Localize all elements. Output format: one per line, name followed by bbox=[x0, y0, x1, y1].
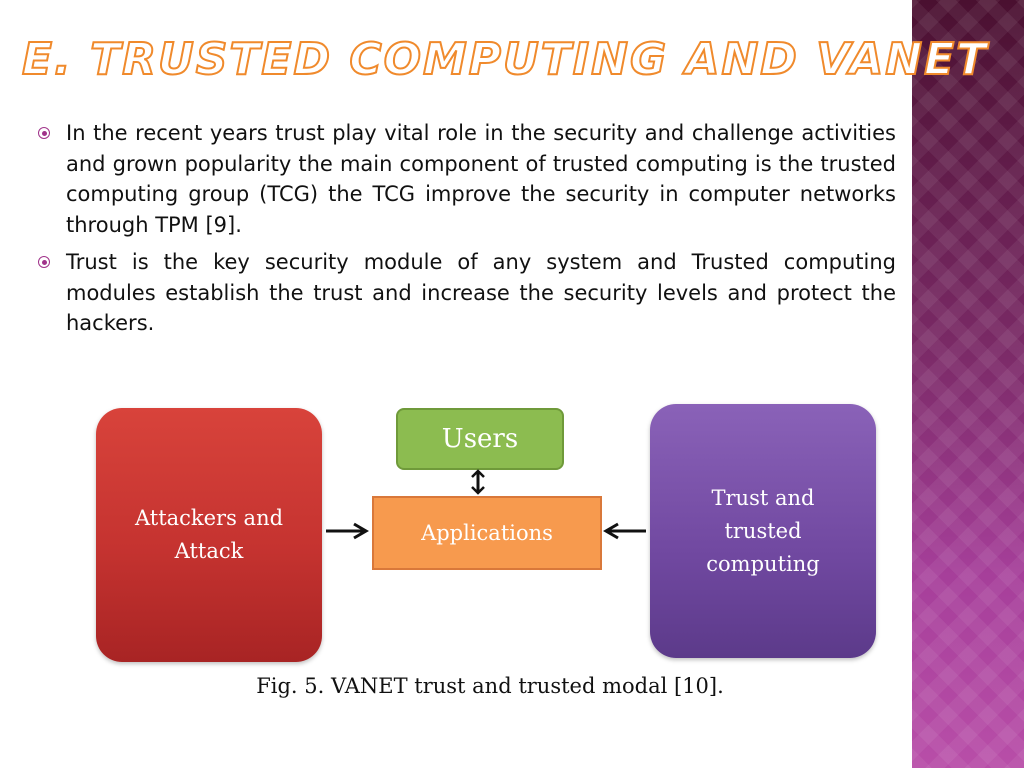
slide-title: E. TRUSTED COMPUTING AND VANET bbox=[21, 33, 989, 86]
trust-box: Trust and trusted computing bbox=[650, 404, 876, 658]
arrow-left-icon bbox=[603, 522, 646, 540]
bullet-list: In the recent years trust play vital rol… bbox=[30, 118, 896, 346]
decorative-side-band bbox=[912, 0, 1024, 768]
bullet-item: In the recent years trust play vital rol… bbox=[30, 118, 896, 240]
attackers-box: Attackers and Attack bbox=[96, 408, 322, 662]
arrow-right-icon bbox=[326, 522, 369, 540]
bullet-item: Trust is the key security module of any … bbox=[30, 247, 896, 339]
trust-model-diagram: Attackers and Attack Users Applications … bbox=[90, 398, 890, 728]
users-label: Users bbox=[441, 424, 519, 454]
applications-box: Applications bbox=[372, 496, 602, 570]
figure-caption: Fig. 5. VANET trust and trusted modal [1… bbox=[256, 674, 724, 698]
circled-dot-icon bbox=[38, 127, 50, 139]
bullet-text: Trust is the key security module of any … bbox=[66, 250, 896, 335]
applications-label: Applications bbox=[421, 521, 553, 545]
trust-label: Trust and trusted computing bbox=[706, 485, 820, 576]
users-box: Users bbox=[396, 408, 564, 470]
circled-dot-icon bbox=[38, 256, 50, 268]
side-band-pattern bbox=[912, 0, 1024, 768]
bullet-text: In the recent years trust play vital rol… bbox=[66, 121, 896, 237]
double-arrow-vertical-icon bbox=[471, 469, 485, 495]
attackers-label: Attackers and Attack bbox=[134, 506, 284, 563]
